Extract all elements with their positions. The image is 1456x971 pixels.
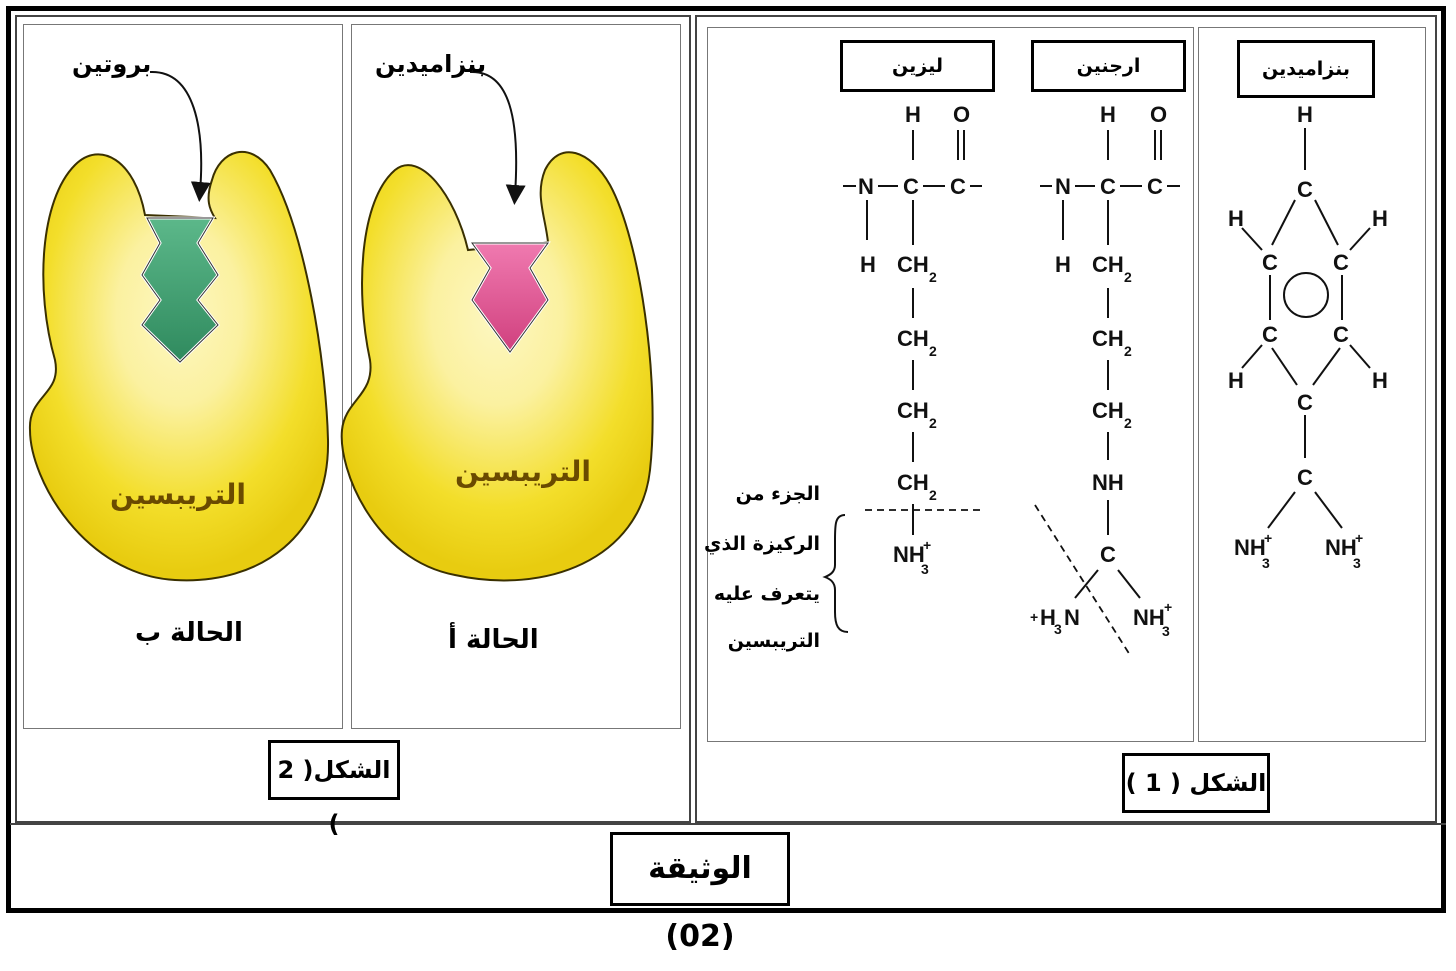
svg-text:C: C	[950, 174, 966, 199]
svg-text:C: C	[1297, 465, 1313, 490]
svg-text:C: C	[1297, 390, 1313, 415]
svg-text:NH: NH	[893, 542, 925, 567]
svg-text:3: 3	[921, 561, 929, 577]
svg-text:3: 3	[1054, 621, 1062, 637]
arginine-cleavage-line	[1034, 504, 1131, 656]
svg-text:O: O	[953, 102, 970, 127]
svg-text:C: C	[1333, 322, 1349, 347]
svg-text:CH: CH	[897, 470, 929, 495]
svg-text:CH: CH	[897, 252, 929, 277]
svg-text:H: H	[1297, 102, 1313, 127]
svg-text:C: C	[1147, 174, 1163, 199]
arrow-label-benzamidine: بنزاميدين	[375, 50, 487, 78]
svg-text:H: H	[1055, 252, 1071, 277]
molecule-title-benzamidine: بنزاميدين	[1237, 40, 1375, 98]
enzyme-label-b: التريبسين	[110, 478, 247, 511]
svg-text:3: 3	[1353, 555, 1361, 571]
enzyme-shape-b	[28, 150, 330, 582]
ligand-protein-b	[140, 216, 221, 365]
molecule-title-arginine: ارجنين	[1031, 40, 1186, 92]
recognized-part-note-line3: يتعرف عليه	[713, 583, 820, 605]
svg-text:2: 2	[929, 487, 937, 503]
svg-text:H: H	[1372, 206, 1388, 231]
svg-text:H: H	[905, 102, 921, 127]
svg-text:C: C	[1100, 542, 1116, 567]
svg-text:H: H	[1372, 368, 1388, 393]
figure1-structures-box-right	[1198, 27, 1426, 742]
svg-text:O: O	[1150, 102, 1167, 127]
arrow-state-b	[149, 70, 211, 202]
molecule-title-lysine: ليزين	[840, 40, 995, 92]
arrow-label-protein: بروتين	[72, 50, 152, 78]
svg-text:N: N	[858, 174, 874, 199]
svg-text:C: C	[1333, 250, 1349, 275]
svg-text:2: 2	[1124, 415, 1132, 431]
svg-text:C: C	[1262, 322, 1278, 347]
svg-text:+: +	[1264, 530, 1272, 546]
ligand-benzamidine-a	[469, 241, 551, 355]
svg-text:C: C	[1262, 250, 1278, 275]
enzyme-state-b	[28, 150, 330, 582]
svg-text:2: 2	[929, 415, 937, 431]
enzyme-state-a	[340, 151, 654, 582]
enzyme-label-a: التريبسين	[455, 455, 592, 488]
svg-text:2: 2	[1124, 269, 1132, 285]
svg-text:+: +	[1030, 609, 1038, 625]
bottom-divider	[10, 823, 1446, 825]
svg-text:CH: CH	[897, 326, 929, 351]
state-b-label: الحالة ب	[135, 618, 243, 648]
svg-text:C: C	[903, 174, 919, 199]
svg-text:2: 2	[929, 269, 937, 285]
enzyme-shape-a	[340, 151, 654, 582]
recognized-part-note-line2: الركيزة الذي	[704, 533, 820, 555]
figure2-caption: الشكل( 2 )	[268, 740, 400, 838]
arrow-state-a	[469, 70, 526, 205]
svg-text:H: H	[1040, 605, 1056, 630]
recognized-part-note-line4: التريبسين	[727, 630, 820, 652]
svg-text:3: 3	[1262, 555, 1270, 571]
recognized-part-brace	[822, 514, 849, 633]
figure1-caption: الشكل ( 1 )	[1122, 753, 1270, 813]
benzamidine-structure: H C C C C C C H H H H C NH 3 + NH 3 +	[1228, 102, 1388, 571]
svg-text:3: 3	[1162, 623, 1170, 639]
svg-text:N: N	[1055, 174, 1071, 199]
svg-text:CH: CH	[897, 398, 929, 423]
svg-text:2: 2	[1124, 343, 1132, 359]
svg-text:2: 2	[929, 343, 937, 359]
figure1-structures-box-left	[707, 27, 1194, 742]
svg-text:CH: CH	[1092, 326, 1124, 351]
svg-text:NH: NH	[1234, 535, 1266, 560]
arginine-structure: H O N C C H CH 2 CH 2 CH 2 NH C + H 3 N …	[1030, 102, 1180, 656]
svg-text:+: +	[1164, 599, 1172, 615]
svg-text:H: H	[1228, 206, 1244, 231]
svg-text:+: +	[1355, 530, 1363, 546]
svg-text:H: H	[1100, 102, 1116, 127]
svg-text:NH: NH	[1092, 470, 1124, 495]
svg-text:N: N	[1064, 605, 1080, 630]
svg-text:CH: CH	[1092, 252, 1124, 277]
svg-text:NH: NH	[1133, 605, 1165, 630]
svg-text:H: H	[860, 252, 876, 277]
svg-text:+: +	[923, 537, 931, 553]
svg-text:C: C	[1297, 177, 1313, 202]
recognized-part-note-line1: الجزء من	[735, 483, 820, 505]
svg-text:NH: NH	[1325, 535, 1357, 560]
document-title: الوثيقة (02)	[610, 832, 790, 954]
lysine-structure: H O N C C H CH 2 CH 2 CH 2 CH 2 NH 3 +	[843, 102, 985, 577]
svg-text:C: C	[1100, 174, 1116, 199]
diagram-canvas: H C C C C C C H H H H C NH 3 + NH 3 + H …	[28, 70, 1388, 656]
svg-text:H: H	[1228, 368, 1244, 393]
svg-text:CH: CH	[1092, 398, 1124, 423]
state-a-label: الحالة أ	[448, 625, 539, 655]
